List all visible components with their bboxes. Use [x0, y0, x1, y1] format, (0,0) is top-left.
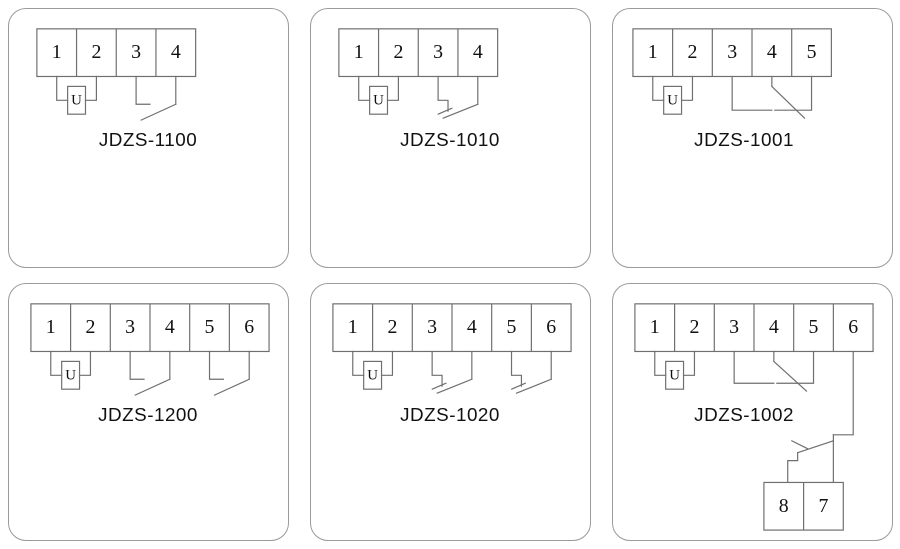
- terminal-number: 4: [767, 41, 777, 63]
- model-label: JDZS-1020: [400, 404, 500, 425]
- coil-box: [61, 360, 81, 390]
- model-label: JDZS-1100: [99, 129, 197, 150]
- panel-jdzs-1002: 1 2 3 4 5 6 U JDZS-1002: [612, 283, 893, 541]
- coil-box: [369, 85, 389, 115]
- diagram-jdzs-1001: 1 2 3 4 5 U JDZS-1001: [632, 28, 832, 150]
- diagram-jdzs-1200: 1 2 3 4 5 6 U JDZS-1200: [30, 303, 270, 425]
- coil-box: [363, 360, 383, 390]
- terminal-number: 1: [648, 41, 658, 63]
- model-label: JDZS-1200: [98, 404, 198, 425]
- terminal-number: 7: [818, 495, 828, 517]
- terminal-number: 5: [205, 316, 215, 338]
- terminal-number: 3: [131, 41, 141, 63]
- coil-box: [663, 85, 683, 115]
- terminal-number: 4: [467, 316, 477, 338]
- terminal-number: 3: [427, 316, 437, 338]
- diagram-jdzs-1002: 1 2 3 4 5 6 U JDZS-1002: [634, 303, 874, 531]
- model-label: JDZS-1010: [400, 129, 500, 150]
- terminal-number: 2: [85, 316, 95, 338]
- diagram-jdzs-1100: 1 2 3 4 U JDZS-1100: [36, 28, 197, 150]
- terminal-number: 1: [52, 41, 62, 63]
- coil-label: U: [667, 93, 678, 109]
- terminal-number: 1: [348, 316, 358, 338]
- model-label: JDZS-1001: [694, 129, 794, 150]
- coil-box: [67, 85, 87, 115]
- terminal-number: 1: [46, 316, 56, 338]
- terminal-number: 1: [354, 41, 364, 63]
- terminal-number: 5: [809, 316, 819, 338]
- panel-jdzs-1001: 1 2 3 4 5 U JDZS-1001: [612, 8, 893, 268]
- terminal-number: 5: [807, 41, 817, 63]
- panel-jdzs-1200: 1 2 3 4 5 6 U JDZS-1200: [8, 283, 289, 541]
- terminal-number: 4: [769, 316, 779, 338]
- coil-label: U: [373, 93, 384, 109]
- terminal-number: 4: [473, 41, 483, 63]
- terminal-number: 3: [433, 41, 443, 63]
- panel-jdzs-1010: 1 2 3 4 U JDZS-1010: [310, 8, 591, 268]
- terminal-number: 2: [688, 41, 698, 63]
- diagram-jdzs-1010: 1 2 3 4 U JDZS-1010: [338, 28, 500, 150]
- terminal-number: 3: [729, 316, 739, 338]
- panel-jdzs-1020: 1 2 3 4 5 6 U JDZS-1020: [310, 283, 591, 541]
- terminal-number: 2: [393, 41, 403, 63]
- terminal-number: 4: [165, 316, 175, 338]
- terminal-number: 6: [848, 316, 858, 338]
- model-label: JDZS-1002: [694, 404, 794, 425]
- terminal-number: 1: [650, 316, 660, 338]
- terminal-number: 2: [689, 316, 699, 338]
- coil-label: U: [669, 368, 680, 384]
- coil-label: U: [65, 368, 76, 384]
- terminal-number: 4: [171, 41, 181, 63]
- coil-box: [665, 360, 685, 390]
- terminal-number: 5: [507, 316, 517, 338]
- terminal-number: 8: [779, 495, 789, 517]
- coil-label: U: [367, 368, 378, 384]
- coil-label: U: [71, 93, 82, 109]
- terminal-number: 6: [244, 316, 254, 338]
- terminal-number: 2: [91, 41, 101, 63]
- panel-jdzs-1100: 1 2 3 4 U JDZS-1100: [8, 8, 289, 268]
- diagram-jdzs-1020: 1 2 3 4 5 6 U JDZS-1020: [332, 303, 572, 425]
- terminal-number: 3: [125, 316, 135, 338]
- terminal-number: 3: [727, 41, 737, 63]
- terminal-number: 6: [546, 316, 556, 338]
- terminal-number: 2: [387, 316, 397, 338]
